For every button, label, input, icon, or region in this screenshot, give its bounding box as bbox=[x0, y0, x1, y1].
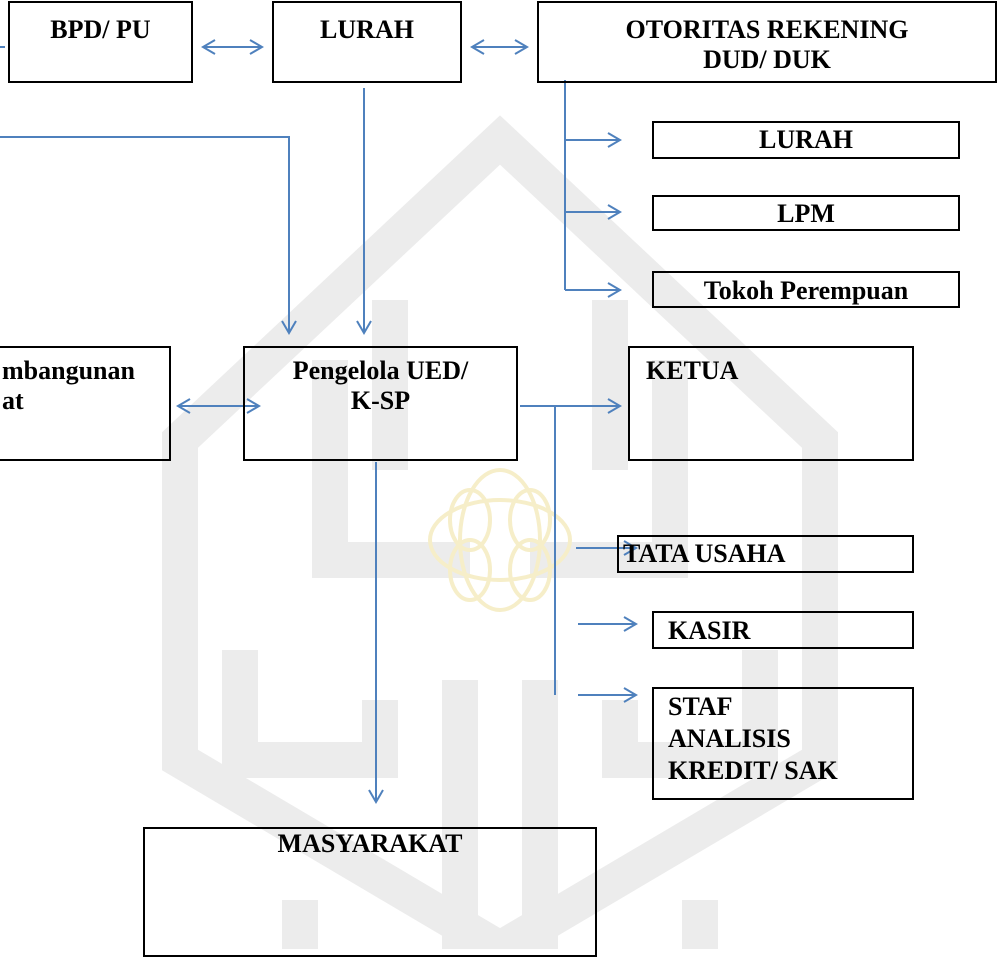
pengelola-label-line: K-SP bbox=[350, 386, 411, 415]
otoritas-label-line: OTORITAS REKENING bbox=[625, 15, 909, 44]
lurah-top-label-line: LURAH bbox=[320, 15, 414, 44]
box-staf-analisis: STAF ANALISIS KREDIT/ SAK bbox=[652, 687, 914, 800]
pengelola-label-line: Pengelola UED/ bbox=[292, 356, 469, 385]
otoritas-label-line: DUD/ DUK bbox=[703, 45, 831, 74]
bpd-pu-label-line: BPD/ PU bbox=[50, 15, 151, 44]
pembangunan-label-line: at bbox=[2, 386, 24, 415]
box-lurah-sub: LURAH bbox=[652, 121, 960, 159]
pembangunan-label-line: mbangunan bbox=[2, 356, 135, 385]
arrow-left-to-pengelola bbox=[0, 136, 297, 335]
tokoh-label-line: Tokoh Perempuan bbox=[703, 276, 909, 305]
box-masyarakat: MASYARAKAT bbox=[143, 827, 597, 957]
box-pengelola-ued: Pengelola UED/K-SP bbox=[243, 346, 518, 461]
box-tokoh-perempuan: Tokoh Perempuan bbox=[652, 271, 960, 308]
box-lurah-top: LURAH bbox=[272, 1, 462, 83]
tata-usaha-label-line: TATA USAHA bbox=[623, 539, 786, 568]
box-ketua: KETUA bbox=[628, 346, 914, 461]
box-bpd-pu: BPD/ PU bbox=[8, 1, 193, 83]
ketua-label-line: KETUA bbox=[646, 356, 739, 385]
staf-label-line: STAF bbox=[668, 692, 733, 721]
box-kasir: KASIR bbox=[652, 611, 914, 649]
kasir-label-line: KASIR bbox=[668, 616, 751, 645]
lurah-sub-label-line: LURAH bbox=[759, 125, 853, 154]
box-lpm: LPM bbox=[652, 195, 960, 231]
lpm-label-line: LPM bbox=[777, 199, 835, 228]
masyarakat-label-line: MASYARAKAT bbox=[277, 829, 463, 858]
staf-label-line: KREDIT/ SAK bbox=[668, 756, 838, 785]
box-tata-usaha: TATA USAHA bbox=[617, 535, 914, 573]
staf-label-line: ANALISIS bbox=[668, 724, 791, 753]
